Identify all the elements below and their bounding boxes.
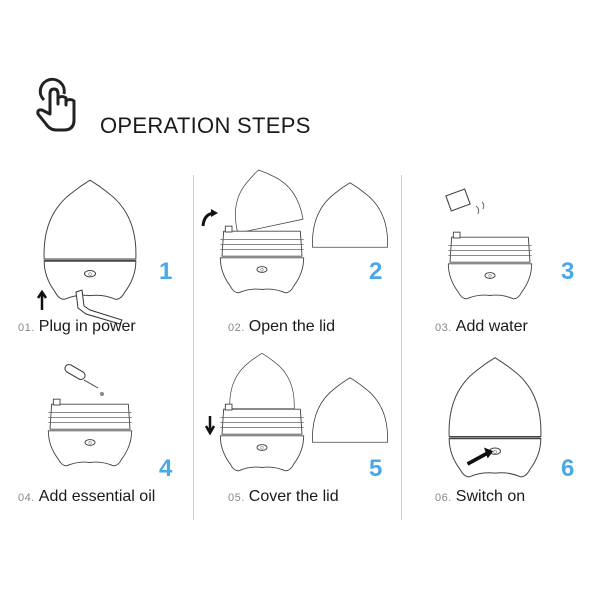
tank-illustration (212, 400, 312, 485)
tank-illustration (40, 395, 140, 480)
shell-illustration (305, 370, 395, 455)
dropper-icon (62, 362, 112, 403)
tank-illustration (212, 222, 312, 307)
tank-illustration (440, 228, 540, 313)
hand-tap-icon (34, 77, 82, 137)
diffuser-illustration (440, 355, 550, 490)
step-number: 5 (369, 455, 383, 482)
step-number: 4 (159, 455, 173, 482)
step-number: 1 (159, 258, 173, 285)
shell-illustration (305, 175, 395, 260)
step-number: 2 (369, 258, 383, 285)
step-label: 05.Cover the lid (228, 488, 339, 506)
step-label: 04.Add essential oil (18, 488, 155, 506)
step-index: 03. (435, 322, 452, 334)
step-text: Open the lid (248, 318, 336, 335)
step-text: Add water (455, 318, 528, 335)
page-title: OPERATION STEPS (100, 113, 311, 138)
step-label: 01.Plug in power (18, 318, 136, 336)
step-text: Plug in power (38, 318, 136, 335)
step-label: 03.Add water (435, 318, 528, 336)
step-index: 04. (18, 492, 35, 504)
step-index: 05. (228, 492, 245, 504)
divider (401, 175, 402, 520)
step-number: 6 (561, 455, 575, 482)
curved-arrow-icon (200, 208, 220, 233)
step-label: 02.Open the lid (228, 318, 335, 336)
step-index: 02. (228, 322, 245, 334)
diffuser-illustration (35, 175, 145, 315)
step-text: Cover the lid (248, 488, 339, 505)
down-arrow-icon (204, 414, 216, 441)
step-index: 06. (435, 492, 452, 504)
step-text: Switch on (455, 488, 526, 505)
step-index: 01. (18, 322, 35, 334)
step-text: Add essential oil (38, 488, 156, 505)
power-plug-icon (30, 282, 130, 327)
water-packet-icon (444, 186, 494, 227)
step-label: 06.Switch on (435, 488, 525, 506)
step-number: 3 (561, 258, 575, 285)
divider (193, 175, 194, 520)
